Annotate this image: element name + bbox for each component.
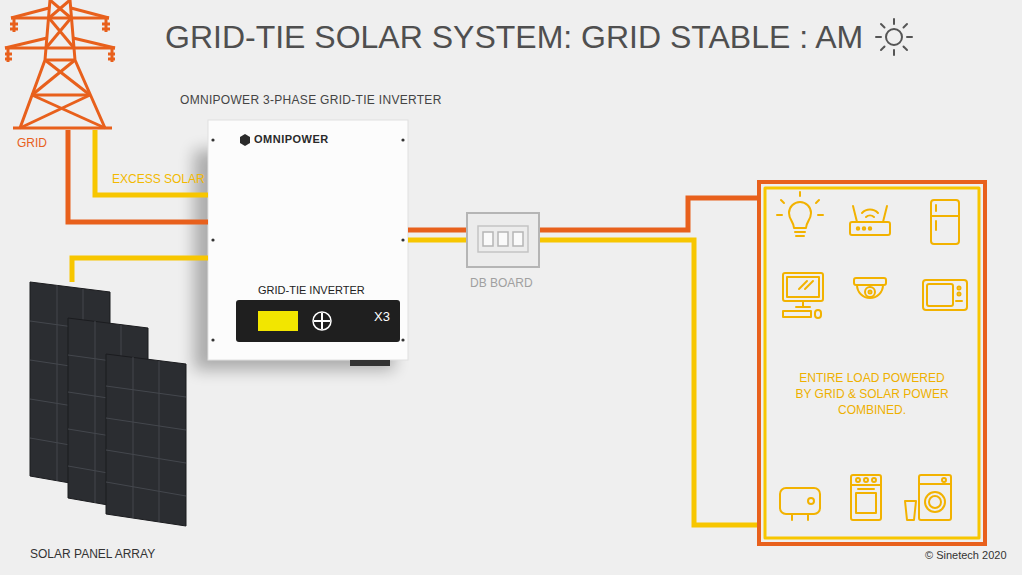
- model-badge: X3: [374, 309, 390, 324]
- db-board-breakers: [466, 212, 540, 268]
- power-wire: [68, 130, 208, 222]
- transmission-tower: [5, 0, 115, 128]
- load-box: ENTIRE LOAD POWERED BY GRID & SOLAR POWE…: [757, 180, 987, 546]
- node-label: GRID: [17, 136, 47, 150]
- solar-array: SOLAR PANEL ARRAY: [25, 282, 190, 527]
- power-wire: [408, 228, 466, 233]
- node-label: DB BOARD: [470, 276, 533, 290]
- node-heading: OMNIPOWER 3-PHASE GRID-TIE INVERTER: [180, 93, 442, 107]
- inverter-body: [194, 120, 408, 370]
- wire-label: EXCESS SOLAR: [112, 172, 205, 186]
- grid-tower: GRID: [5, 0, 115, 130]
- db-board: DB BOARD: [466, 212, 540, 268]
- inverter-unit: OMNIPOWER 3-PHASE GRID-TIE INVERTEROMNIP…: [208, 120, 408, 360]
- load-note: ENTIRE LOAD POWERED BY GRID & SOLAR POWE…: [793, 370, 951, 418]
- sun-icon: [873, 16, 915, 58]
- diagram-title: GRID-TIE SOLAR SYSTEM: GRID STABLE : AM: [165, 17, 863, 57]
- power-wire: [540, 198, 757, 230]
- power-wire: [408, 238, 466, 243]
- device-label: GRID-TIE INVERTER: [258, 284, 365, 296]
- copyright-note: © Sinetech 2020: [925, 549, 1007, 561]
- brand-logo: OMNIPOWER: [254, 133, 329, 145]
- power-wire: [72, 258, 208, 282]
- appliance-icons: [765, 188, 979, 538]
- power-wire: [540, 240, 757, 525]
- node-label: SOLAR PANEL ARRAY: [30, 547, 155, 561]
- power-wire: [95, 130, 208, 195]
- solar-panels: [30, 282, 186, 526]
